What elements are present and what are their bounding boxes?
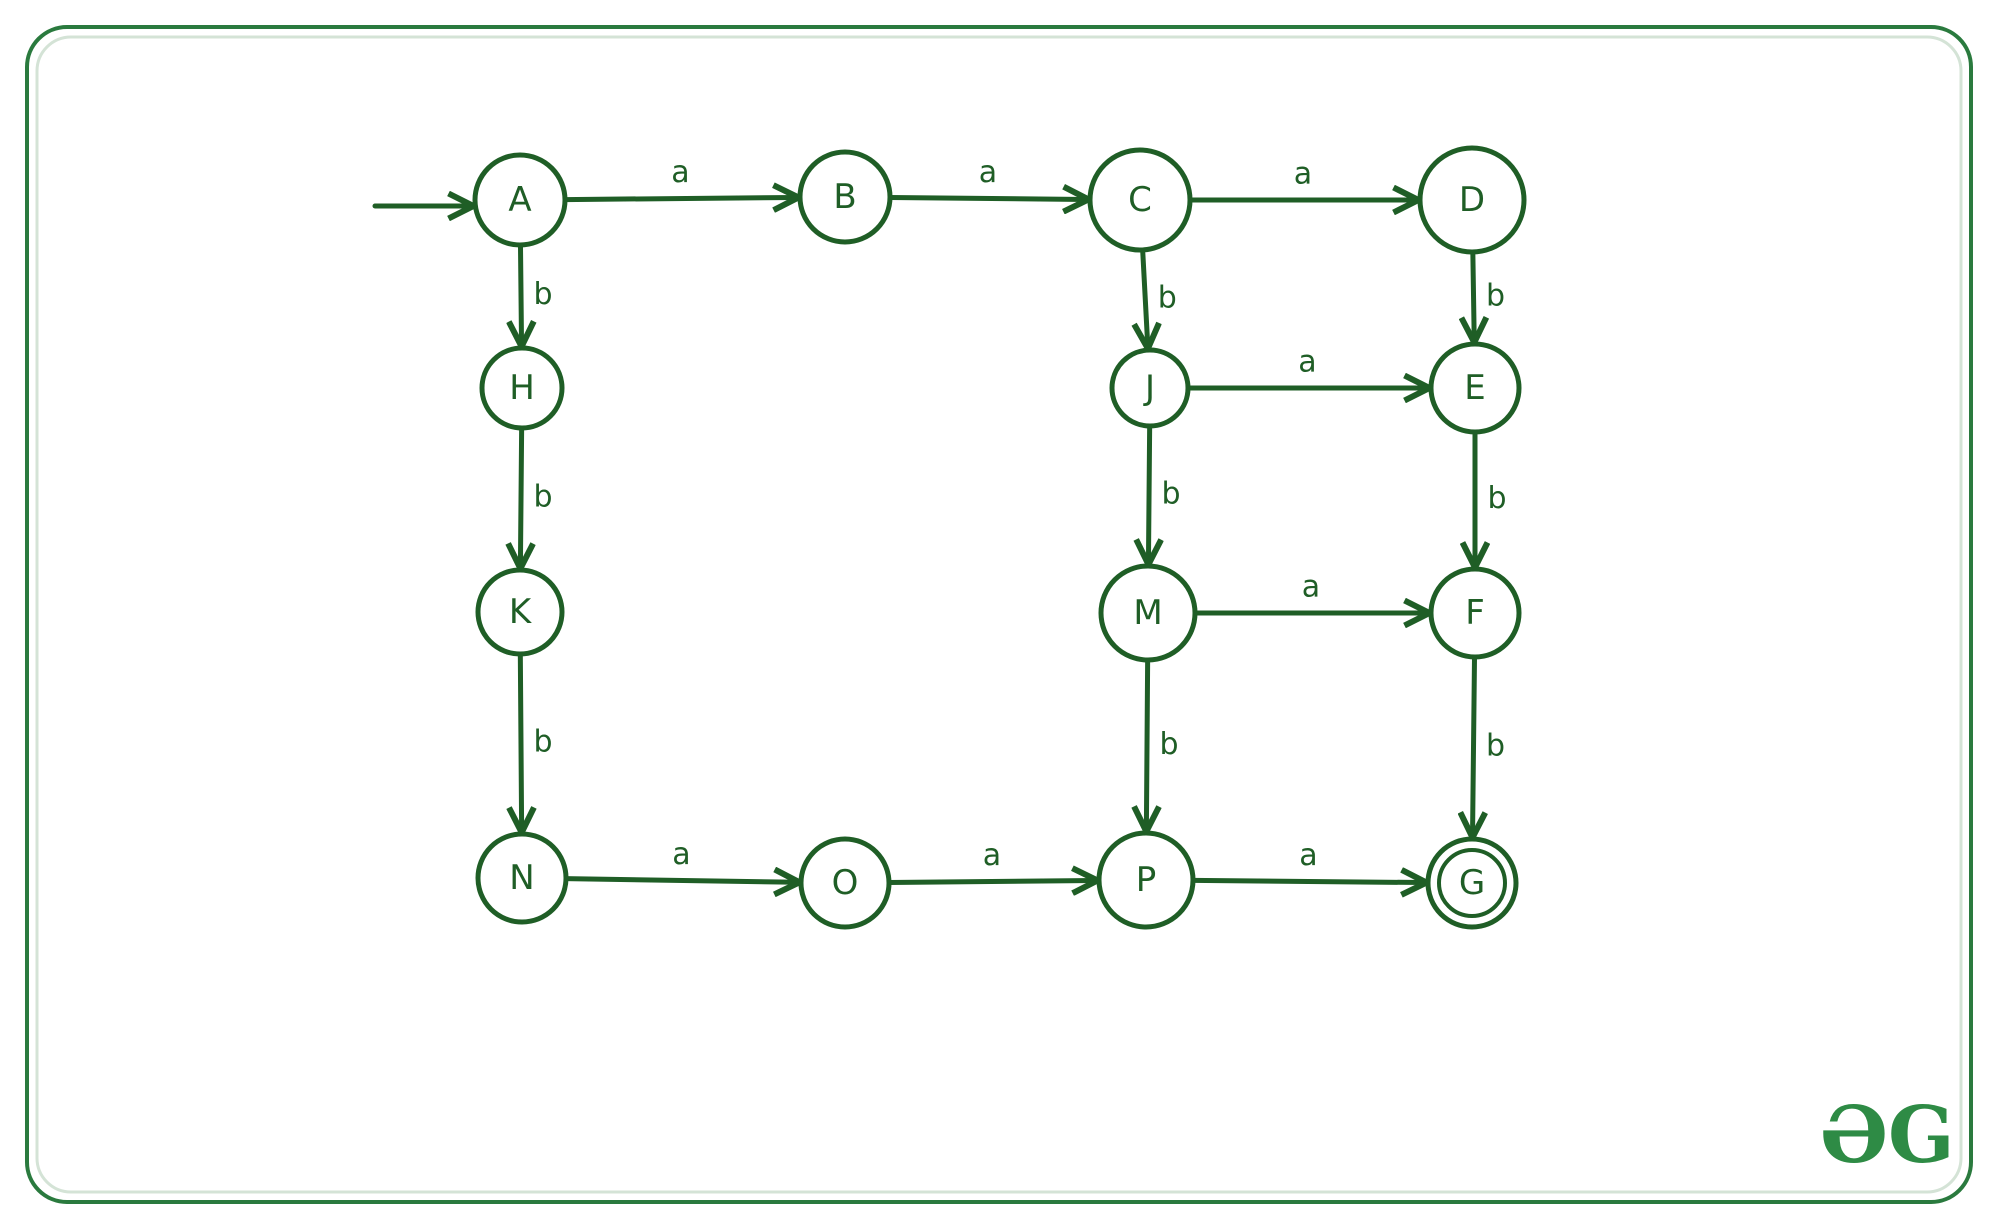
transition-F-G xyxy=(1473,654,1475,835)
transition-label-A-B: a xyxy=(671,155,689,190)
transition-label-C-D: a xyxy=(1294,157,1312,192)
state-label-J: J xyxy=(1143,368,1155,408)
transition-label-C-J: b xyxy=(1158,280,1177,315)
state-G: G xyxy=(1425,836,1519,930)
transition-C-J xyxy=(1143,247,1148,346)
state-A: A xyxy=(472,152,568,248)
state-label-M: M xyxy=(1133,593,1162,633)
state-label-P: P xyxy=(1136,860,1157,900)
state-circle-M xyxy=(1098,563,1198,663)
transition-label-P-G: a xyxy=(1299,838,1317,873)
state-circle-F xyxy=(1428,566,1522,660)
transition-label-J-M: b xyxy=(1162,477,1181,512)
state-E: E xyxy=(1428,341,1522,435)
transition-A-H xyxy=(520,242,521,344)
state-label-G: G xyxy=(1459,863,1485,903)
state-circle-D xyxy=(1417,145,1527,255)
inner-frame xyxy=(35,35,1963,1194)
transition-label-M-P: b xyxy=(1159,727,1178,762)
outer-frame xyxy=(25,25,1973,1204)
state-label-N: N xyxy=(509,858,534,898)
transition-label-M-F: a xyxy=(1302,570,1320,605)
transition-label-K-N: b xyxy=(533,725,552,760)
transition-label-F-G: b xyxy=(1486,729,1505,764)
transition-M-P xyxy=(1146,657,1147,829)
state-C: C xyxy=(1087,147,1193,253)
accept-ring-G xyxy=(1437,848,1507,918)
state-H: H xyxy=(479,345,565,431)
transition-H-K xyxy=(520,425,521,566)
state-circle-K xyxy=(475,567,565,657)
transition-label-N-O: a xyxy=(672,837,690,872)
state-label-H: H xyxy=(509,368,535,408)
state-N: N xyxy=(475,831,569,925)
transition-J-M xyxy=(1148,423,1149,562)
state-label-E: E xyxy=(1464,368,1485,408)
transition-label-H-K: b xyxy=(534,480,553,515)
transition-O-P xyxy=(886,881,1095,883)
transition-P-G xyxy=(1190,880,1424,882)
state-label-K: K xyxy=(509,592,533,632)
transition-label-D-E: b xyxy=(1486,278,1505,313)
transition-label-J-E: a xyxy=(1298,345,1316,380)
state-circle-H xyxy=(479,345,565,431)
transition-K-N xyxy=(520,651,521,830)
state-label-B: B xyxy=(833,177,856,217)
state-label-D: D xyxy=(1459,180,1485,220)
state-F: F xyxy=(1428,566,1522,660)
states-layer: A B C D H J E K M F N O P G xyxy=(472,145,1527,930)
transition-N-O xyxy=(563,879,797,883)
state-circle-J xyxy=(1109,347,1191,429)
transition-A-B xyxy=(562,197,796,199)
state-K: K xyxy=(475,567,565,657)
transition-D-E xyxy=(1473,249,1474,340)
state-circle-N xyxy=(475,831,569,925)
state-M: M xyxy=(1098,563,1198,663)
state-J: J xyxy=(1109,347,1191,429)
state-circle-A xyxy=(472,152,568,248)
transitions-layer: a a a b b b a b b b a b b b a a a xyxy=(372,155,1507,883)
state-label-A: A xyxy=(508,180,531,220)
state-circle-E xyxy=(1428,341,1522,435)
state-P: P xyxy=(1096,830,1196,930)
state-label-C: C xyxy=(1128,180,1152,220)
state-circle-C xyxy=(1087,147,1193,253)
transition-label-B-C: a xyxy=(979,155,997,190)
logo: ƏG xyxy=(1820,1090,1955,1181)
state-circle-P xyxy=(1096,830,1196,930)
state-O: O xyxy=(798,836,892,930)
transition-label-A-H: b xyxy=(533,277,552,312)
transition-label-E-F: b xyxy=(1487,481,1506,516)
state-circle-O xyxy=(798,836,892,930)
state-label-F: F xyxy=(1465,593,1485,633)
state-label-O: O xyxy=(832,863,859,903)
transition-label-O-P: a xyxy=(983,838,1001,873)
state-B: B xyxy=(797,149,893,245)
state-circle-B xyxy=(797,149,893,245)
state-D: D xyxy=(1417,145,1527,255)
transition-B-C xyxy=(887,197,1086,199)
